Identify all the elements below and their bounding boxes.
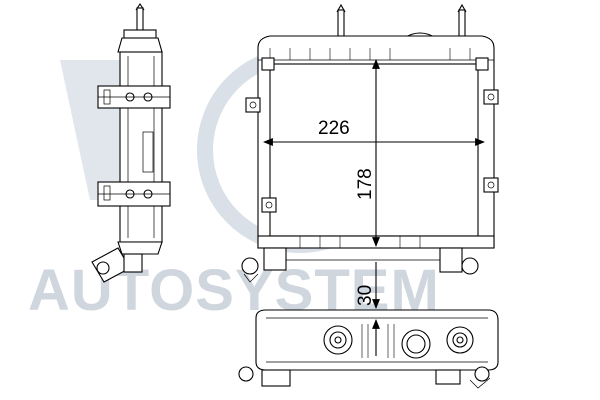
depth-dimension-label: 30 (355, 285, 376, 306)
bottom-header-hatch (299, 236, 421, 248)
mounting-tabs (245, 57, 499, 213)
bottom-view: 30 (238, 262, 499, 389)
height-dimension-label: 178 (355, 168, 376, 200)
front-view: 226 178 (241, 3, 499, 283)
width-dimension-label: 226 (318, 118, 350, 139)
side-view (91, 3, 171, 283)
